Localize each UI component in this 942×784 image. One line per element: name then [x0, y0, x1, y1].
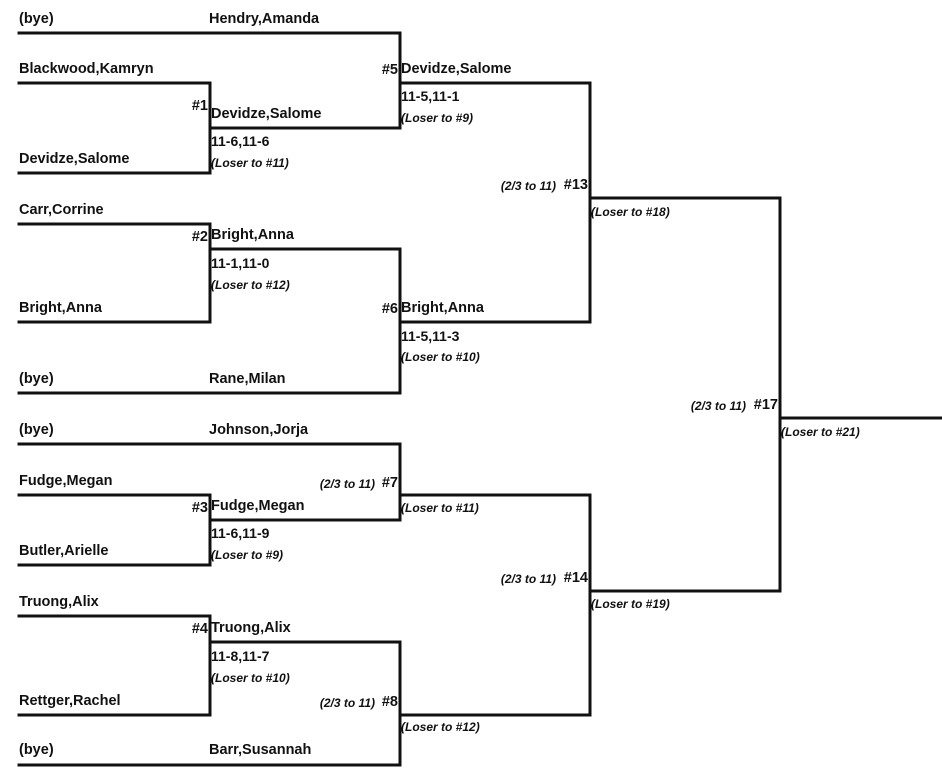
- match-13-loser-note: (Loser to #18): [591, 205, 670, 219]
- match-2-loser-note: (Loser to #12): [211, 278, 290, 292]
- match-4-loser-note: (Loser to #10): [211, 671, 290, 685]
- r1-player-slot-2: Blackwood,Kamryn: [19, 61, 154, 77]
- match-14-loser-note: (Loser to #19): [591, 597, 670, 611]
- match-8-format: (2/3 to 11): [319, 696, 375, 710]
- match-7-number: #7: [381, 475, 398, 491]
- r1-player-slot-7: (bye): [19, 422, 54, 438]
- match-14-number: #14: [563, 570, 588, 586]
- r1-player-slot-1: (bye): [19, 11, 54, 27]
- r1-player-slot-4: Carr,Corrine: [19, 202, 104, 218]
- r1-player-slot-3: Devidze,Salome: [19, 151, 130, 167]
- r1-player-slot-9: Butler,Arielle: [19, 543, 109, 559]
- match-3-loser-note: (Loser to #9): [211, 548, 284, 562]
- match-4-winner: Truong,Alix: [211, 620, 291, 636]
- match-5-number: #5: [381, 62, 398, 78]
- r1-player-slot-10: Truong,Alix: [19, 594, 99, 610]
- match-6-winner: Bright,Anna: [401, 300, 484, 316]
- match-3-score: 11-6,11-9: [211, 525, 270, 541]
- r2-player-slot-4: Rane,Milan: [209, 371, 286, 387]
- match-13-number: #13: [563, 177, 588, 193]
- match-7-loser-note: (Loser to #11): [401, 501, 479, 515]
- r1-player-slot-6: (bye): [19, 371, 54, 387]
- match-17-number: #17: [753, 397, 778, 413]
- r2-player-slot-8: Barr,Susannah: [209, 742, 312, 758]
- match-1-winner: Devidze,Salome: [211, 106, 322, 122]
- match-1-number: #1: [191, 98, 208, 114]
- match-17-format: (2/3 to 11): [690, 399, 746, 413]
- r1-player-slot-8: Fudge,Megan: [19, 473, 113, 489]
- r2-player-slot-1: Hendry,Amanda: [209, 11, 320, 27]
- match-3-winner: Fudge,Megan: [211, 498, 305, 514]
- r2-player-slot-5: Johnson,Jorja: [209, 422, 309, 438]
- r1-player-slot-5: Bright,Anna: [19, 300, 102, 316]
- r1-player-slot-12: (bye): [19, 742, 54, 758]
- match-17-loser-note: (Loser to #21): [781, 425, 860, 439]
- match-14-format: (2/3 to 11): [500, 572, 556, 586]
- match-1-score: 11-6,11-6: [211, 133, 270, 149]
- match-7-format: (2/3 to 11): [319, 477, 375, 491]
- match-2-score: 11-1,11-0: [211, 255, 270, 271]
- match-8-loser-note: (Loser to #12): [401, 720, 480, 734]
- match-2-winner: Bright,Anna: [211, 227, 294, 243]
- match-2-number: #2: [191, 229, 208, 245]
- match-5-score: 11-5,11-1: [401, 88, 460, 104]
- match-6-score: 11-5,11-3: [401, 328, 460, 344]
- match-5-winner: Devidze,Salome: [401, 61, 512, 77]
- match-3-number: #3: [191, 500, 208, 516]
- match-6-loser-note: (Loser to #10): [401, 350, 480, 364]
- match-1-loser-note: (Loser to #11): [211, 156, 289, 170]
- match-5-loser-note: (Loser to #9): [401, 111, 474, 125]
- r1-player-slot-11: Rettger,Rachel: [19, 693, 121, 709]
- match-6-number: #6: [381, 301, 398, 317]
- match-8-number: #8: [381, 694, 398, 710]
- match-13-format: (2/3 to 11): [500, 179, 556, 193]
- match-4-number: #4: [191, 621, 208, 637]
- match-4-score: 11-8,11-7: [211, 648, 270, 664]
